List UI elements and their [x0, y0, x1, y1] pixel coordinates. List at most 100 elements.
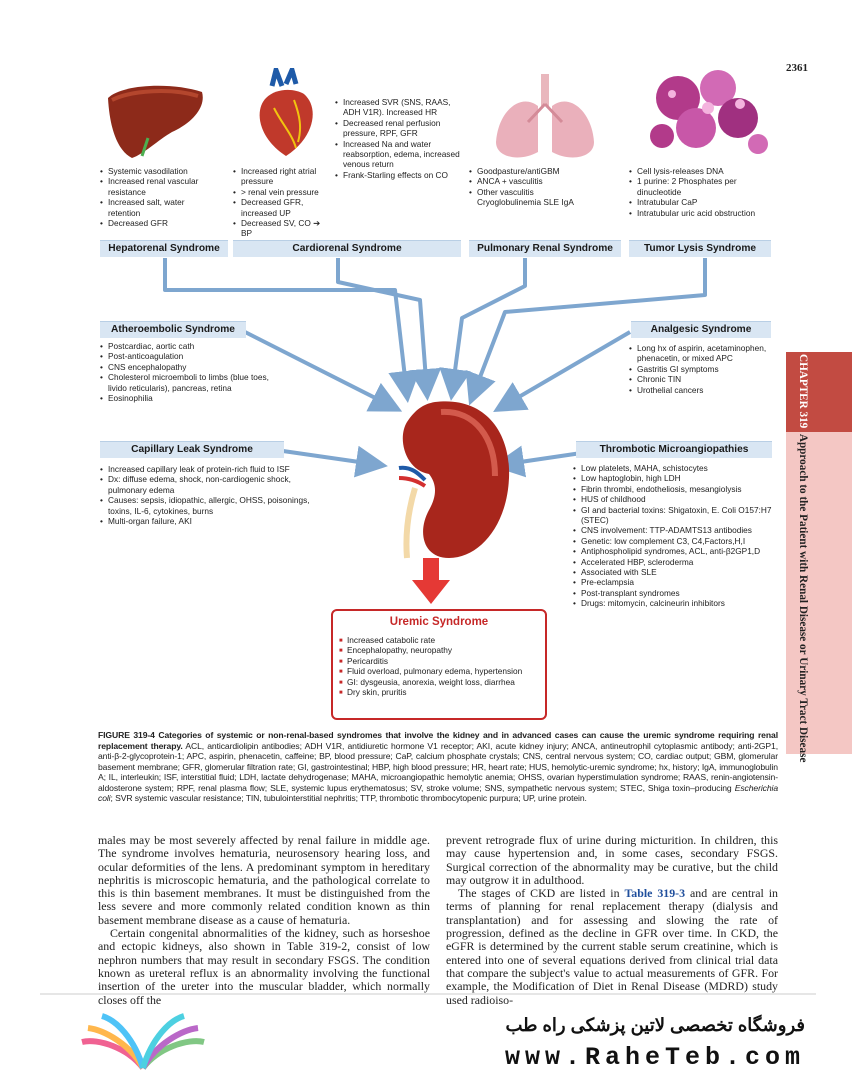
list-item: Causes: sepsis, idiopathic, allergic, OH… — [100, 495, 322, 516]
list-item: Increased salt, water retention — [100, 197, 218, 218]
list-item: Increased capillary leak of protein-rich… — [100, 464, 322, 475]
chapter-tab-dark — [786, 352, 852, 432]
list-item: Eosinophilia — [100, 393, 278, 404]
heart-illustration — [259, 68, 313, 156]
list-item: Long hx of aspirin, acetaminophen, phena… — [629, 343, 771, 364]
pulmonary-list: Goodpasture/antiGBM ANCA + vasculitis Ot… — [469, 166, 589, 208]
list-item: Low haptoglobin, high LDH — [573, 473, 783, 484]
figure-caption: FIGURE 319-4 Categories of systemic or n… — [98, 730, 778, 804]
list-item: Frank-Starling effects on CO — [335, 170, 460, 181]
list-item: Increased SVR (SNS, RAAS, ADH V1R). Incr… — [335, 97, 460, 118]
list-item: Intratubular CaP — [629, 197, 764, 208]
page-number: 2361 — [786, 62, 808, 74]
body-column-left: males may be most severely affected by r… — [98, 833, 430, 1007]
analgesic-title: Analgesic Syndrome — [631, 321, 771, 338]
thrombotic-title: Thrombotic Microangiopathies — [576, 441, 772, 458]
list-item: ANCA + vasculitis — [469, 176, 589, 187]
analgesic-list: Long hx of aspirin, acetaminophen, phena… — [629, 343, 771, 395]
chapter-side-tab — [786, 352, 852, 754]
list-item: Goodpasture/antiGBM — [469, 166, 589, 177]
chapter-number: CHAPTER 319 — [797, 354, 809, 429]
list-item: 1 purine: 2 Phosphates per dinucleotide — [629, 176, 764, 197]
cardiorenal-list-right: Increased SVR (SNS, RAAS, ADH V1R). Incr… — [335, 97, 460, 181]
list-item: Cholesterol microemboli to limbs (blue t… — [100, 372, 278, 393]
list-item: Pericarditis — [339, 656, 543, 668]
list-item: Fibrin thrombi, endotheliosis, mesangiol… — [573, 484, 783, 495]
list-item: Decreased GFR — [100, 218, 218, 229]
list-item: Systemic vasodilation — [100, 166, 218, 177]
paragraph: Certain congenital abnormalities of the … — [98, 926, 430, 1007]
list-item: Antiphospholipid syndromes, ACL, anti-β2… — [573, 546, 783, 557]
pulmonary-title: Pulmonary Renal Syndrome — [469, 240, 621, 257]
list-item: Cell lysis-releases DNA — [629, 166, 764, 177]
paragraph: males may be most severely affected by r… — [98, 833, 430, 927]
chapter-title: Approach to the Patient with Renal Disea… — [797, 433, 809, 763]
arrow-cardiorenal — [336, 258, 442, 401]
table-reference-link[interactable]: Table 319-3 — [624, 886, 686, 901]
arrow-capillary — [282, 445, 388, 478]
list-item: Other vasculitis Cryoglobulinemia SLE Ig… — [469, 187, 589, 208]
list-item: Chronic TIN — [629, 374, 771, 385]
cardiorenal-list-left: Increased right atrial pressure > renal … — [233, 166, 333, 239]
figure-label: FIGURE 319-4 — [98, 730, 155, 740]
tumor-title: Tumor Lysis Syndrome — [629, 240, 771, 257]
hepatorenal-title: Hepatorenal Syndrome — [100, 240, 228, 257]
paragraph: The stages of CKD are listed in Table 31… — [446, 887, 778, 1007]
caption-italic: Escherichia coli — [98, 782, 779, 804]
list-item: Decreased GFR, increased UP — [233, 197, 333, 218]
paragraph: prevent retrograde flux of urine during … — [446, 833, 778, 887]
capillary-list: Increased capillary leak of protein-rich… — [100, 464, 322, 527]
list-item: Genetic: low complement C3, C4,Factors,H… — [573, 536, 783, 547]
list-item: Decreased SV, CO ➔ BP — [233, 218, 333, 239]
tumor-cells-illustration — [650, 70, 768, 154]
list-item: Associated with SLE — [573, 567, 783, 578]
uremic-list: Increased catabolic rate Encephalopathy,… — [339, 635, 543, 699]
caption-bold: Categories of systemic or non-renal-base… — [98, 730, 778, 751]
list-item: Multi-organ failure, AKI — [100, 516, 322, 527]
tumor-list: Cell lysis-releases DNA 1 purine: 2 Phos… — [629, 166, 764, 218]
list-item: Urothelial cancers — [629, 385, 771, 396]
capillary-title: Capillary Leak Syndrome — [100, 441, 284, 458]
watermark-url: www.RaheTeb.com — [504, 1043, 805, 1072]
cardiorenal-title: Cardiorenal Syndrome — [233, 240, 461, 257]
list-item: Increased renal vascular resistance — [100, 176, 218, 197]
atheroembolic-title: Atheroembolic Syndrome — [100, 321, 246, 338]
caption-text-2: ; SVR systemic vascular resistance; TIN,… — [110, 793, 587, 803]
hepatorenal-list: Systemic vasodilation Increased renal va… — [100, 166, 218, 229]
list-item: Dx: diffuse edema, shock, non-cardiogeni… — [100, 474, 322, 495]
list-item: GI: dysgeusia, anorexia, weight loss, di… — [339, 677, 543, 689]
footer-divider — [40, 993, 816, 995]
body-column-right: prevent retrograde flux of urine during … — [446, 833, 778, 1007]
kidney-illustration — [398, 401, 510, 559]
list-item: Postcardiac, aortic cath — [100, 341, 278, 352]
list-item: CNS involvement: TTP-ADAMTS13 antibodies — [573, 525, 783, 536]
thrombotic-list: Low platelets, MAHA, schistocytes Low ha… — [573, 463, 783, 609]
list-item: CNS encephalopathy — [100, 362, 278, 373]
list-item: HUS of childhood — [573, 494, 783, 505]
arrow-hepatorenal — [163, 258, 421, 403]
list-item: Increased right atrial pressure — [233, 166, 333, 187]
list-item: Post-anticoagulation — [100, 351, 278, 362]
paragraph-text: and are central in terms of planning for… — [446, 886, 778, 1007]
list-item: GI and bacterial toxins: Shigatoxin, E. … — [573, 505, 783, 526]
list-item: Drugs: mitomycin, calcineurin inhibitors — [573, 598, 783, 609]
arrow-tumor — [465, 258, 707, 406]
list-item: Increased catabolic rate — [339, 635, 543, 647]
list-item: Encephalopathy, neuropathy — [339, 645, 543, 657]
list-item: Pre-eclampsia — [573, 577, 783, 588]
arrow-analgesic — [493, 330, 632, 413]
red-down-arrow — [412, 558, 450, 604]
paragraph-text: The stages of CKD are listed in — [458, 886, 620, 901]
list-item: Post-transplant syndromes — [573, 588, 783, 599]
liver-illustration — [108, 85, 203, 158]
watermark-persian: فروشگاه تخصصی لاتین پزشکی راه طب — [505, 1015, 805, 1035]
chapter-running-head: CHAPTER 319 Approach to the Patient with… — [789, 354, 809, 762]
list-item: Increased Na and water reabsorption, ede… — [335, 139, 460, 170]
list-item: Gastritis GI symptoms — [629, 364, 771, 375]
list-item: Fluid overload, pulmonary edema, hyperte… — [339, 666, 543, 678]
list-item: Accelerated HBP, scleroderma — [573, 557, 783, 568]
atheroembolic-list: Postcardiac, aortic cath Post-anticoagul… — [100, 341, 278, 404]
lungs-illustration — [496, 74, 594, 158]
book-logo-icon — [81, 1013, 205, 1070]
